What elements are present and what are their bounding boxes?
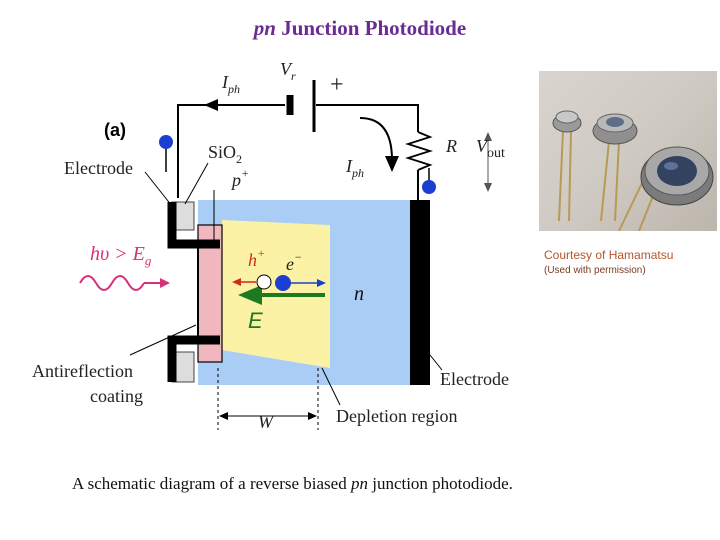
electrode-right-label: Electrode (440, 369, 509, 389)
antireflection-label-2: coating (90, 386, 143, 406)
vout-arrow-top (484, 132, 492, 141)
left-electrode-top (167, 202, 220, 249)
light-arrow-head (160, 278, 170, 288)
right-terminal-dot (422, 180, 436, 194)
vr-subscript: r (291, 69, 296, 83)
antireflection-label-1: Antireflection (32, 361, 133, 381)
iph-top-subscript: ph (227, 82, 240, 96)
photo-permission: (Used with permission) (544, 265, 646, 276)
current-arrow-top-head (204, 99, 218, 111)
n-label: n (354, 283, 364, 305)
figure-caption: A schematic diagram of a reverse biased … (72, 474, 513, 493)
sio2-pointer (184, 162, 209, 205)
vout-arrow-bottom (484, 183, 492, 192)
electron-arrow-head (317, 279, 326, 287)
hole-superscript: + (257, 246, 265, 260)
sio2-subscript: 2 (236, 152, 242, 166)
sio2-label: SiO2 (208, 142, 242, 166)
p-plus-label: p+ (230, 166, 249, 190)
hole-carrier (256, 274, 272, 290)
left-terminal-dot (159, 135, 173, 149)
hamamatsu-photodiode-photo (539, 71, 717, 231)
current-arrow-curve-head (385, 156, 399, 172)
vr-label: Vr (280, 59, 296, 83)
plus-sign: + (330, 72, 344, 98)
photo-courtesy: Courtesy of Hamamatsu (544, 248, 674, 262)
hole-label: h+ (248, 246, 265, 270)
current-arrow-curve (359, 117, 393, 161)
electrode-pointer (144, 171, 173, 207)
resistor (405, 131, 433, 171)
field-arrow-head (238, 285, 262, 305)
electron-label: e− (286, 250, 302, 274)
electron-carrier (275, 275, 291, 291)
vout-label: Vout (476, 136, 505, 161)
antireflection-pointer (129, 324, 197, 356)
light-wave (79, 275, 145, 291)
p-plus-superscript: + (241, 166, 249, 180)
left-electrode-bottom (167, 335, 220, 382)
hole-arrow-head (232, 278, 241, 286)
w-arrow-left (219, 412, 228, 420)
depletion-pointer (321, 367, 341, 406)
iph-top-label: Iph (221, 72, 240, 96)
electrode-left-label: Electrode (64, 158, 133, 178)
light-subscript: g (145, 253, 152, 268)
field-label: E (248, 308, 263, 333)
w-arrow-right (308, 412, 317, 420)
light-label: hυ > Eg (90, 243, 152, 268)
panel-label: (a) (104, 120, 126, 140)
r-label: R (445, 136, 457, 156)
iph-right-subscript: ph (351, 166, 364, 180)
electron-superscript: − (294, 250, 302, 264)
circuit-wire-right (316, 104, 419, 132)
photodiode-diagram: (a) Electrode SiO2 p+ Iph Vr + Iph R Vou… (32, 59, 509, 432)
right-electrode-pointer (429, 354, 443, 371)
vout-subscript: out (487, 146, 505, 161)
iph-right-label: Iph (345, 156, 364, 180)
depletion-label: Depletion region (336, 406, 457, 426)
page-title: pn Junction Photodiode (253, 16, 467, 40)
right-electrode (410, 200, 430, 385)
w-label: W (258, 412, 275, 432)
